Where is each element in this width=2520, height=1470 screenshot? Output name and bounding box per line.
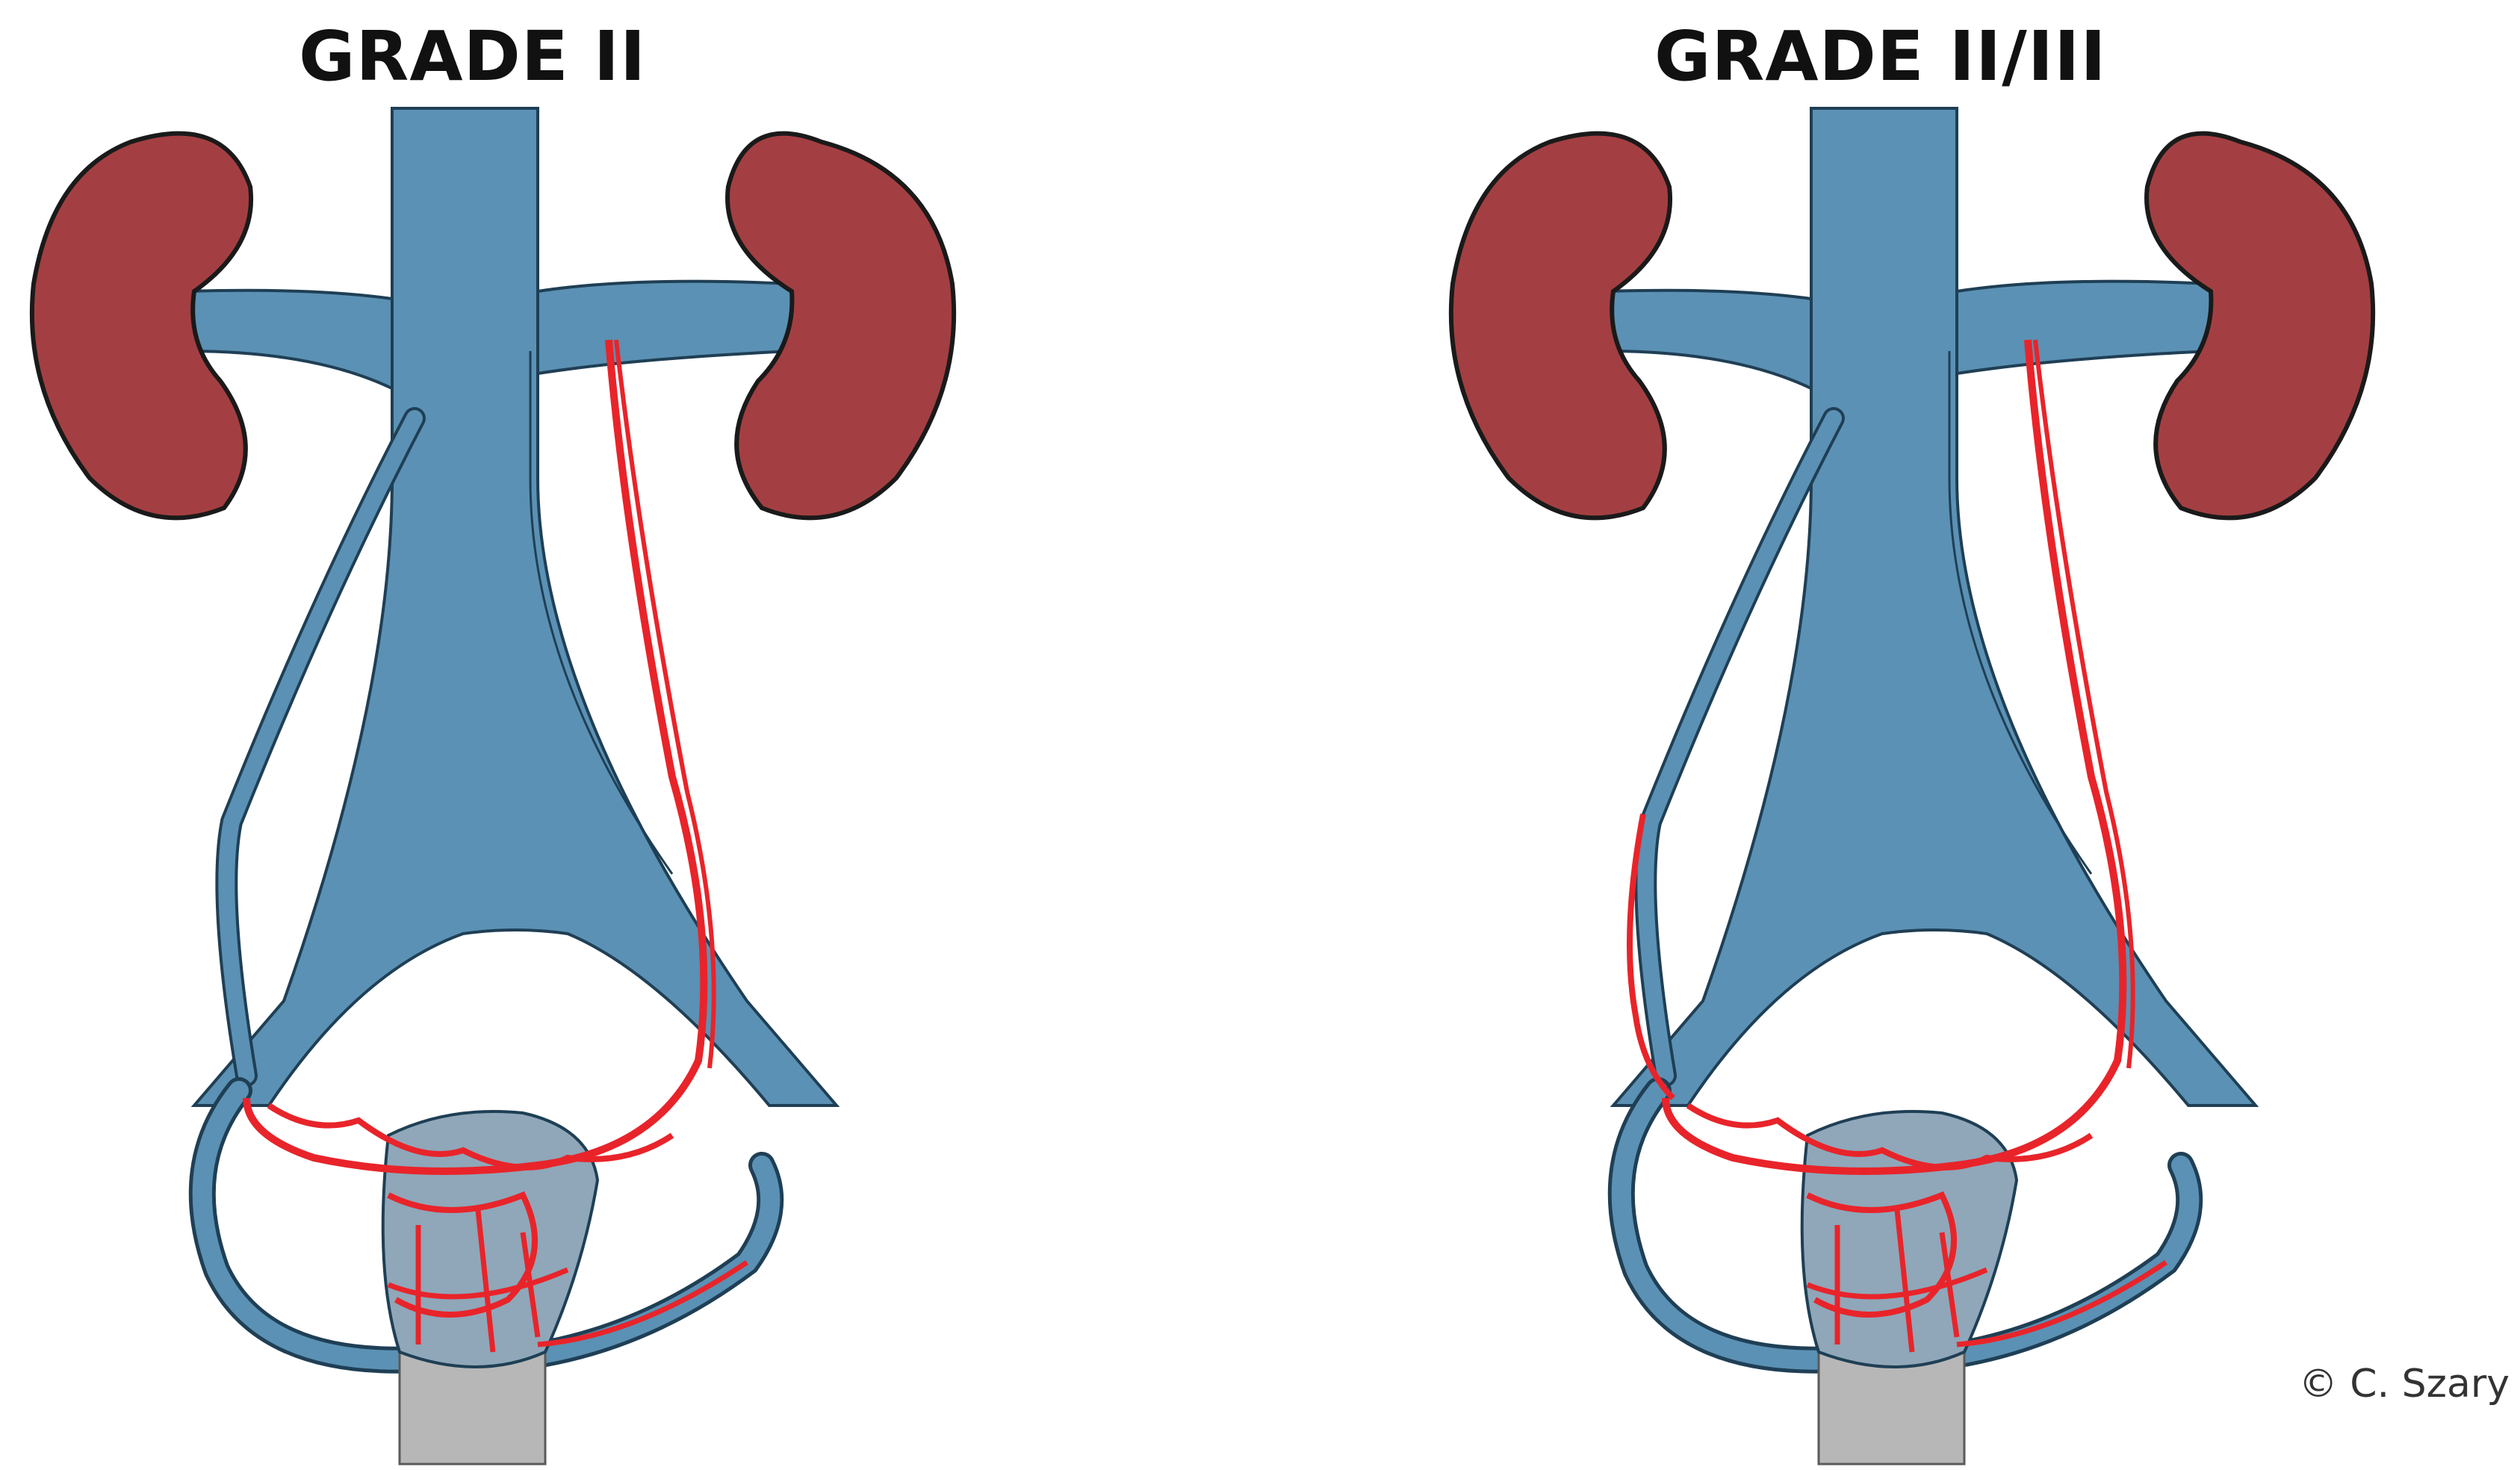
panel-title-grade-ii-iii: GRADE II/III (1654, 16, 2107, 96)
panel-title-grade-ii: GRADE II (299, 16, 647, 96)
copyright-credit: © C. Szary (2298, 1362, 2510, 1407)
panel-grade-ii (32, 108, 954, 1464)
ovarian-varices-right (1662, 339, 2127, 1175)
panel-grade-ii-iii (1451, 108, 2373, 1464)
ovarian-varices-left (243, 339, 708, 1175)
contralateral-varices (1627, 813, 1675, 1100)
